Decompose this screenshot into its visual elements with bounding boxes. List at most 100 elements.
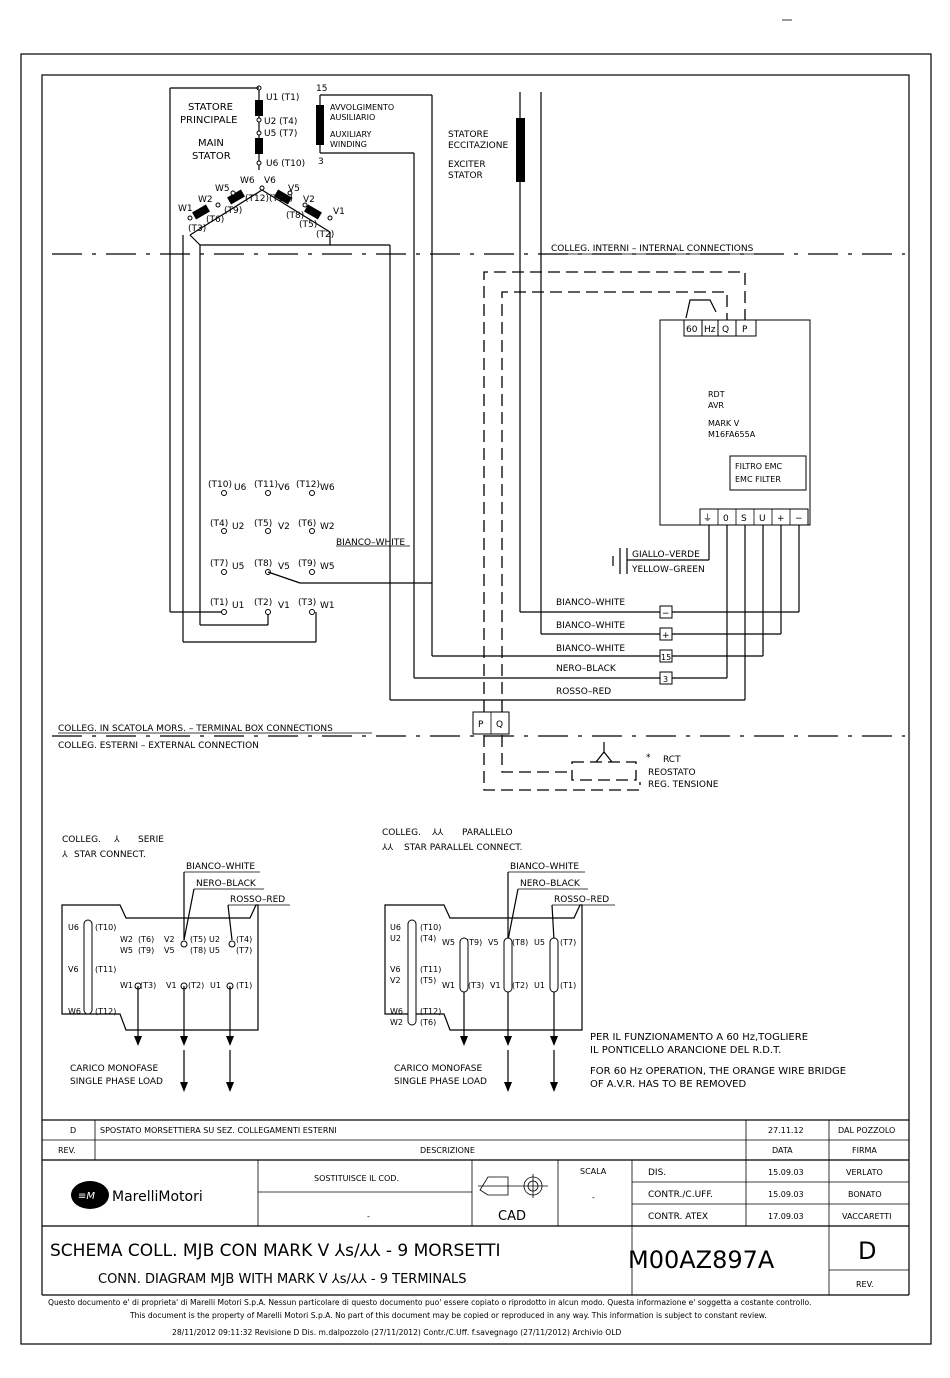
svg-text:V2: V2: [390, 976, 401, 985]
svg-text:(T10): (T10): [420, 923, 441, 932]
svg-text:U2 (T4): U2 (T4): [264, 117, 297, 127]
svg-text:COLLEG.: COLLEG.: [382, 828, 421, 838]
svg-text:CARICO MONOFASE: CARICO MONOFASE: [70, 1064, 158, 1074]
svg-text:M16FA655A: M16FA655A: [708, 430, 756, 439]
svg-text:28/11/2012 09:11:32 Revisione: 28/11/2012 09:11:32 Revisione D Dis. m.d…: [172, 1328, 621, 1337]
svg-text:U6: U6: [234, 483, 247, 493]
svg-text:V5: V5: [488, 938, 499, 947]
avr-output-wiring: GIALLO–VERDE YELLOW–GREEN − + 15 3 BIANC…: [520, 525, 800, 700]
svg-text:RDT: RDT: [708, 390, 725, 399]
svg-text:V6: V6: [278, 483, 290, 493]
svg-text:V2: V2: [278, 522, 290, 532]
double-star-symbol: ⅄⅄: [431, 828, 443, 838]
internal-connections-label: COLLEG. INTERNI – INTERNAL CONNECTIONS: [551, 244, 754, 254]
svg-text:SOSTITUISCE IL COD.: SOSTITUISCE IL COD.: [314, 1174, 399, 1183]
main-stator-label-en: MAIN: [198, 138, 224, 149]
svg-text:CARICO MONOFASE: CARICO MONOFASE: [394, 1064, 482, 1074]
svg-text:STATOR: STATOR: [192, 151, 231, 162]
svg-text:IL PONTICELLO ARANCIONE DEL R.: IL PONTICELLO ARANCIONE DEL R.D.T.: [590, 1045, 781, 1056]
svg-text:U2: U2: [232, 522, 244, 532]
svg-text:(T10): (T10): [208, 480, 232, 490]
svg-text:W1: W1: [178, 204, 193, 214]
svg-text:U1: U1: [232, 601, 244, 611]
svg-text:(T5): (T5): [190, 935, 206, 944]
svg-text:PRINCIPALE: PRINCIPALE: [180, 115, 237, 126]
svg-text:V2: V2: [303, 195, 315, 205]
svg-text:REOSTATO: REOSTATO: [648, 768, 696, 778]
svg-text:U6 (T10): U6 (T10): [266, 159, 305, 169]
parallel-terminal-box: [384, 904, 583, 1031]
svg-text:This document is the property: This document is the property of Marelli…: [129, 1311, 767, 1320]
winding-v1: [304, 204, 322, 220]
svg-text:15: 15: [661, 653, 671, 662]
svg-text:W1: W1: [442, 981, 455, 990]
60hz-note: PER IL FUNZIONAMENTO A 60 Hz,TOGLIERE IL…: [590, 1032, 846, 1090]
svg-text:MARK V: MARK V: [708, 419, 740, 428]
svg-text:15: 15: [316, 84, 327, 94]
svg-text:(T2): (T2): [254, 598, 272, 608]
svg-text:Q: Q: [722, 325, 729, 335]
svg-text:(T1): (T1): [210, 598, 228, 608]
svg-text:U5 (T7): U5 (T7): [264, 129, 297, 139]
svg-text:SINGLE PHASE LOAD: SINGLE PHASE LOAD: [394, 1077, 487, 1087]
svg-text:U6: U6: [68, 923, 79, 932]
svg-text:17.09.03: 17.09.03: [768, 1212, 804, 1221]
pq-dashed-wiring: P Q * RCT REOSTATO REG. TENSIONE: [472, 271, 746, 791]
svg-text:YELLOW–GREEN: YELLOW–GREEN: [631, 565, 705, 575]
star-symbol: ⅄: [61, 850, 68, 860]
svg-text:(T4): (T4): [236, 935, 252, 944]
svg-text:+: +: [662, 631, 670, 641]
svg-text:27.11.12: 27.11.12: [768, 1126, 804, 1135]
svg-text:STAR CONNECT.: STAR CONNECT.: [74, 850, 146, 860]
svg-text:(T12): (T12): [245, 194, 269, 204]
svg-text:CONTR. ATEX: CONTR. ATEX: [648, 1212, 708, 1222]
svg-text:SERIE: SERIE: [138, 835, 164, 845]
marelli-logo-mark: [71, 1181, 109, 1209]
svg-text:W5: W5: [442, 938, 455, 947]
svg-text:−: −: [795, 514, 803, 524]
svg-text:(T2): (T2): [316, 230, 334, 240]
avr-box: [659, 319, 811, 526]
svg-text:(T9): (T9): [298, 559, 316, 569]
svg-text:FIRMA: FIRMA: [852, 1146, 877, 1155]
svg-text:U6: U6: [390, 923, 401, 932]
svg-text:(T2): (T2): [512, 981, 528, 990]
winding-w5: [227, 189, 245, 205]
svg-text:W2: W2: [390, 1018, 403, 1027]
svg-text:NERO–BLACK: NERO–BLACK: [196, 879, 257, 889]
svg-text:(T5): (T5): [420, 976, 436, 985]
svg-text:0: 0: [723, 514, 729, 524]
rct-label: RCT: [663, 755, 681, 765]
svg-text:WINDING: WINDING: [330, 140, 367, 149]
svg-text:OF A.V.R. HAS TO BE REMOVED: OF A.V.R. HAS TO BE REMOVED: [590, 1079, 746, 1090]
svg-text:ROSSO–RED: ROSSO–RED: [230, 895, 285, 905]
svg-text:AVVOLGIMENTO: AVVOLGIMENTO: [330, 103, 394, 112]
svg-text:+: +: [777, 514, 785, 524]
svg-text:DESCRIZIONE: DESCRIZIONE: [420, 1146, 475, 1155]
svg-text:V5: V5: [164, 946, 175, 955]
external-connection-label: COLLEG. ESTERNI – EXTERNAL CONNECTION: [58, 741, 259, 751]
svg-text:U5: U5: [534, 938, 545, 947]
svg-text:V6: V6: [68, 965, 79, 974]
svg-text:STATORE: STATORE: [448, 130, 489, 140]
svg-text:EXCITER: EXCITER: [448, 160, 486, 170]
svg-text:W5: W5: [215, 184, 230, 194]
terminal-block: (T10) U6 (T11) V6 (T12) W6 (T4) U2 (T5) …: [208, 480, 432, 615]
svg-text:SCALA: SCALA: [580, 1167, 607, 1176]
svg-text:FILTRO EMC: FILTRO EMC: [735, 462, 783, 471]
winding-u-upper: [255, 100, 263, 116]
svg-text:W6: W6: [390, 1007, 403, 1016]
svg-text:(T11): (T11): [254, 480, 278, 490]
parallel-star-diagram: COLLEG. ⅄⅄ PARALLELO ⅄⅄ STAR PARALLEL CO…: [381, 828, 615, 1092]
svg-text:(T6): (T6): [298, 519, 316, 529]
svg-text:U5: U5: [232, 562, 244, 572]
revision-letter: D: [858, 1237, 876, 1265]
svg-text:S: S: [741, 514, 747, 524]
svg-text:60: 60: [686, 325, 698, 335]
svg-text:(T6): (T6): [420, 1018, 436, 1027]
double-star-symbol: ⅄⅄: [381, 843, 393, 853]
svg-text:U2: U2: [390, 934, 401, 943]
svg-text:V1: V1: [490, 981, 501, 990]
svg-text:V1: V1: [166, 981, 177, 990]
svg-text:BIANCO–WHITE: BIANCO–WHITE: [556, 621, 625, 631]
